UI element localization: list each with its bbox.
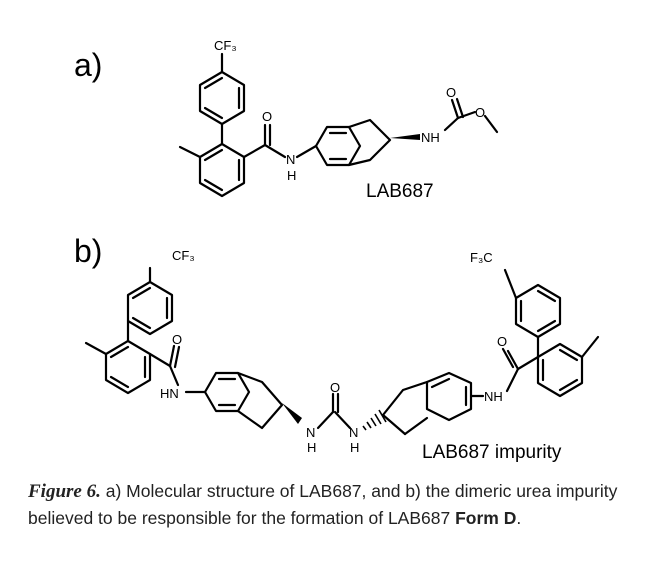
panel-b: b): [74, 233, 600, 463]
figure-label: Figure 6.: [28, 481, 101, 502]
n-urea-right-label: N: [349, 425, 358, 440]
cf3-right-label: F₃C: [470, 250, 493, 265]
lab687-name: LAB687: [366, 181, 434, 202]
h-urea-right-label: H: [350, 440, 359, 455]
caption-form: Form D: [455, 508, 517, 528]
panel-b-label: b): [74, 233, 102, 269]
hn-left-label: HN: [160, 386, 179, 401]
caption-end: .: [516, 508, 522, 528]
n-urea-left-label: N: [306, 425, 315, 440]
o-urea-label: O: [330, 380, 340, 395]
nh-right-label: NH: [484, 389, 503, 404]
lab687-impurity-structure: [84, 266, 600, 436]
carbamate-ester-o-label: O: [475, 105, 485, 120]
amide-n-label: N: [286, 152, 295, 167]
o-left-label: O: [172, 332, 182, 347]
h-urea-left-label: H: [307, 440, 316, 455]
carbamate-carbonyl-o-label: O: [446, 85, 456, 100]
caption-text: a) Molecular structure of LAB687, and b)…: [28, 481, 618, 528]
figure-caption: Figure 6. a) Molecular structure of LAB6…: [28, 478, 638, 531]
lab687-impurity-name: LAB687 impurity: [422, 442, 562, 463]
amide-h-label: H: [287, 168, 296, 183]
carbamate-nh-label: NH: [421, 130, 440, 145]
cf3-left-label: CF₃: [172, 248, 195, 263]
o-right-label: O: [497, 334, 507, 349]
cf3-label: CF₃: [214, 38, 237, 53]
panel-a-label: a): [74, 47, 102, 83]
carbonyl-o-label: O: [262, 109, 272, 124]
panel-a: a): [74, 38, 499, 202]
lab687-structure: [178, 52, 499, 198]
